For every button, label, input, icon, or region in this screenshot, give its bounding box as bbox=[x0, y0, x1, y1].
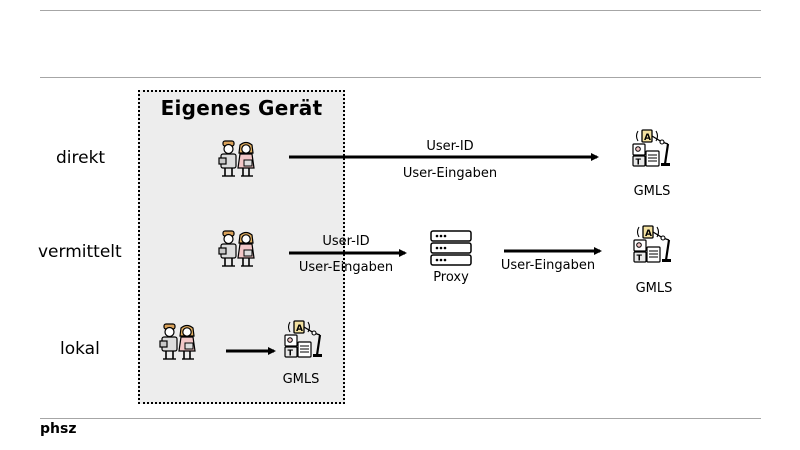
learning-system-icon bbox=[632, 224, 673, 264]
learning-system-icon bbox=[631, 128, 672, 168]
label-gmls-local: GMLS bbox=[282, 372, 320, 387]
label-user-input-direct: User-Eingaben bbox=[402, 166, 498, 181]
top-rule bbox=[40, 10, 761, 11]
label-gmls-mediated: GMLS bbox=[635, 281, 673, 296]
footer-brand: phsz bbox=[40, 421, 77, 437]
footer-rule bbox=[40, 418, 761, 419]
people-icon bbox=[218, 140, 255, 177]
label-user-id-direct: User-ID bbox=[426, 139, 474, 154]
header-rule bbox=[40, 77, 761, 78]
row-label-vermittelt: vermittelt bbox=[38, 242, 122, 262]
label-gmls-direct: GMLS bbox=[633, 184, 671, 199]
learning-system-icon bbox=[283, 319, 324, 359]
label-user-id-mediated: User-ID bbox=[322, 234, 370, 249]
label-proxy: Proxy bbox=[433, 270, 469, 285]
server-icon bbox=[430, 230, 472, 266]
row-label-direkt: direkt bbox=[56, 148, 106, 168]
row-label-lokal: lokal bbox=[60, 339, 100, 359]
people-icon bbox=[218, 230, 255, 267]
label-user-input-proxy: User-Eingaben bbox=[500, 258, 596, 273]
device-title: Eigenes Gerät bbox=[160, 96, 323, 120]
label-user-input-mediated: User-Eingaben bbox=[298, 260, 394, 275]
people-icon bbox=[159, 323, 196, 360]
